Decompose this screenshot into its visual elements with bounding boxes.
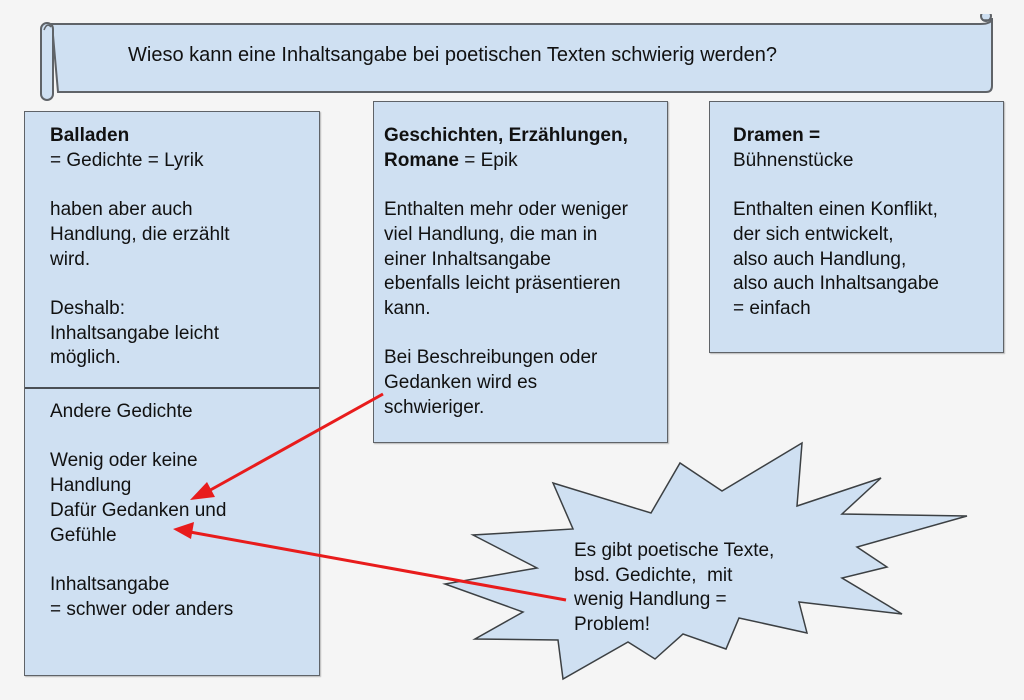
text-line: Handlung	[50, 475, 132, 497]
text-line	[384, 173, 628, 198]
text-line: Dafür Gedanken und	[50, 499, 227, 521]
text-line: Inhaltsangabe leicht	[50, 322, 220, 344]
balladen-section: Balladen = Gedichte = Lyrik haben aber a…	[50, 124, 230, 371]
lyrik-box: Balladen = Gedichte = Lyrik haben aber a…	[24, 111, 320, 676]
text-line	[733, 173, 939, 198]
text-line: Problem!	[574, 614, 651, 636]
text-line: Bühnenstücke	[733, 149, 854, 171]
text-line: einer Inhaltsangabe	[384, 248, 551, 270]
text-line: Gedanken wird es	[384, 372, 538, 393]
title-scroll-banner: Wieso kann eine Inhaltsangabe bei poetis…	[40, 14, 995, 102]
text-line: Es gibt poetische Texte,	[574, 540, 775, 561]
text-line: bsd. Gedichte, mit	[574, 564, 733, 586]
dramen-box: Dramen = Bühnenstücke Enthalten einen Ko…	[709, 101, 1004, 353]
epik-heading-2: Romane	[384, 149, 459, 171]
text-line: = schwer oder anders	[50, 598, 234, 620]
text-line: = einfach	[733, 297, 811, 319]
text-line: = Gedichte = Lyrik	[50, 149, 204, 171]
andere-gedichte-section: Andere Gedichte Wenig oder keine Handlun…	[50, 400, 233, 622]
text-line: Wenig oder keine	[50, 450, 198, 472]
text-line: haben aber auch	[50, 199, 193, 221]
text-line: also auch Inhaltsangabe	[733, 273, 939, 295]
epik-heading-rest: = Epik	[458, 149, 518, 171]
starburst-callout: Es gibt poetische Texte, bsd. Gedichte, …	[574, 539, 774, 638]
text-line: viel Handlung, die man in	[384, 223, 598, 245]
text-line: möglich.	[50, 347, 121, 369]
text-line: der sich entwickelt,	[733, 223, 894, 245]
text-line	[50, 272, 230, 297]
text-line: Enthalten mehr oder weniger	[384, 199, 628, 221]
text-line: kann.	[384, 297, 431, 319]
text-line: wenig Handlung =	[574, 589, 727, 611]
text-line	[50, 173, 230, 198]
text-line	[50, 425, 233, 450]
text-line: Bei Beschreibungen oder	[384, 347, 598, 369]
text-line: also auch Handlung,	[733, 248, 907, 270]
section-divider	[25, 387, 319, 389]
text-line	[384, 322, 628, 347]
text-line: Inhaltsangabe	[50, 573, 170, 595]
text-line: wird.	[50, 248, 91, 270]
balladen-heading: Balladen	[50, 125, 130, 146]
text-line: ebenfalls leicht präsentieren	[384, 273, 621, 295]
text-line: Deshalb:	[50, 297, 125, 319]
text-line: Gefühle	[50, 524, 117, 546]
epik-heading-1: Geschichten, Erzählungen,	[384, 125, 628, 146]
dramen-heading: Dramen =	[733, 125, 821, 146]
banner-title: Wieso kann eine Inhaltsangabe bei poetis…	[128, 44, 777, 66]
scroll-shape	[40, 14, 993, 101]
epik-box: Geschichten, Erzählungen, Romane = Epik …	[373, 101, 668, 443]
text-line: Handlung, die erzählt	[50, 223, 230, 245]
text-line: schwieriger.	[384, 396, 485, 418]
text-line: Enthalten einen Konflikt,	[733, 199, 938, 221]
text-line	[50, 548, 233, 573]
andere-gedichte-heading: Andere Gedichte	[50, 401, 193, 422]
